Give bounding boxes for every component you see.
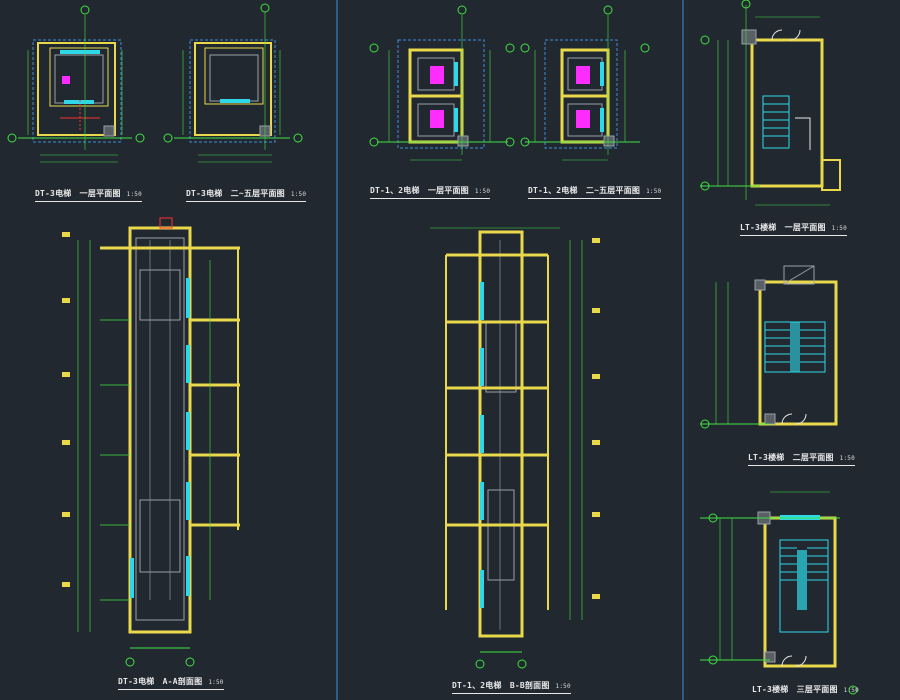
caption-scale: 1:50	[126, 191, 142, 198]
caption-title: DT-3电梯 二~五层平面图	[186, 189, 285, 198]
caption-lt3-plan-3f: LT-3楼梯 三层平面图 1:50	[752, 684, 859, 695]
dt12-section-bb-drawing	[430, 227, 600, 669]
caption-title: DT-1、2电梯 一层平面图	[370, 186, 469, 195]
caption-title: DT-3电梯 A-A剖面图	[118, 677, 203, 686]
caption-title: DT-3电梯 一层平面图	[35, 189, 121, 198]
caption-scale: 1:50	[839, 455, 855, 462]
caption-dt3-plan-1f: DT-3电梯 一层平面图 1:50	[35, 188, 142, 202]
lt3-plan-2f-drawing	[700, 265, 838, 429]
caption-dt3-section-aa: DT-3电梯 A-A剖面图 1:50	[118, 676, 224, 690]
caption-dt12-section-bb: DT-1、2电梯 B-B剖面图 1:50	[452, 680, 571, 694]
caption-dt3-plan-2to5f: DT-3电梯 二~五层平面图 1:50	[186, 188, 307, 202]
lt3-plan-3f-drawing	[700, 491, 858, 695]
caption-scale: 1:50	[831, 225, 847, 232]
dt12-plan-2to5f-drawing	[520, 5, 650, 161]
dt3-section-aa-drawing	[62, 217, 240, 667]
caption-scale: 1:50	[474, 188, 491, 195]
lt3-plan-1f-drawing	[700, 0, 841, 206]
caption-title: DT-1、2电梯 B-B剖面图	[452, 681, 550, 690]
caption-scale: 1:50	[555, 683, 571, 690]
dt3-plan-2to5f-drawing	[163, 3, 303, 163]
caption-title: LT-3楼梯 三层平面图	[752, 685, 838, 694]
caption-dt12-plan-1f: DT-1、2电梯 一层平面图 1:50	[370, 185, 491, 199]
caption-lt3-plan-2f: LT-3楼梯 二层平面图 1:50	[748, 452, 855, 466]
caption-title: DT-1、2电梯 二~五层平面图	[528, 186, 641, 195]
caption-title: LT-3楼梯 二层平面图	[748, 453, 834, 462]
caption-dt12-plan-2to5f: DT-1、2电梯 二~五层平面图 1:50	[528, 185, 662, 199]
caption-scale: 1:50	[208, 679, 224, 686]
caption-title: LT-3楼梯 一层平面图	[740, 223, 826, 232]
caption-scale: 1:50	[290, 191, 307, 198]
caption-lt3-plan-1f: LT-3楼梯 一层平面图 1:50	[740, 222, 847, 236]
dt3-plan-1f-drawing	[7, 5, 145, 163]
dt12-plan-1f-drawing	[369, 5, 515, 161]
caption-scale: 1:50	[646, 188, 662, 195]
caption-scale: 1:50	[843, 687, 859, 694]
